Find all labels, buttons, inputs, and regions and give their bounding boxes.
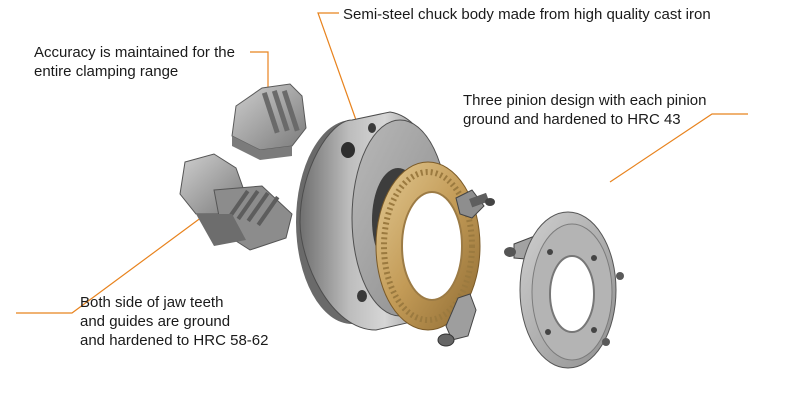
leader-accuracy (250, 51, 269, 98)
top-pinion (455, 189, 495, 219)
top-jaw (231, 83, 307, 160)
leader-jaw-teeth (16, 199, 226, 314)
callout-pinion: Three pinion design with each pinion gro… (463, 92, 707, 128)
callout-accuracy: Accuracy is maintained for the entire cl… (34, 44, 235, 80)
bevel-gear (375, 161, 481, 331)
callout-chuck-body: Semi-steel chuck body made from high qua… (343, 6, 711, 23)
pinion-hole (341, 142, 355, 158)
callout-jaw-teeth: Both side of jaw teeth and guides are gr… (80, 294, 269, 349)
leader-pinion (609, 113, 748, 183)
leader-lines (16, 12, 748, 314)
leader-chuck-body (317, 12, 357, 121)
lower-jaws (179, 153, 293, 251)
bottom-pinion (437, 293, 477, 347)
back-plate (519, 211, 624, 369)
